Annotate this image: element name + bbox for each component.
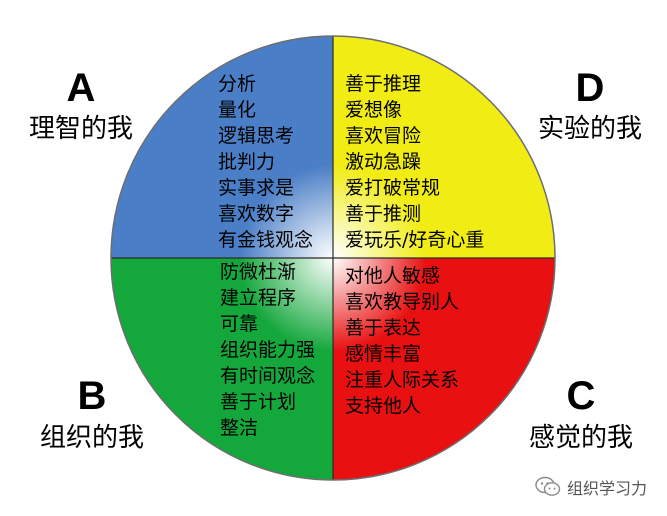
trait-item: 量化 xyxy=(218,99,257,121)
quadrant-c-sector xyxy=(333,258,555,480)
trait-item: 激动急躁 xyxy=(345,151,422,173)
quadrant-b-sector xyxy=(111,258,333,480)
trait-item: 防微杜渐 xyxy=(220,261,297,283)
trait-item: 喜欢教导别人 xyxy=(345,291,460,313)
quadrant-a-label: 理智的我 xyxy=(28,114,133,144)
quadrant-b-label: 组织的我 xyxy=(39,423,144,453)
trait-item: 善于表达 xyxy=(345,317,422,339)
trait-item: 有时间观念 xyxy=(220,365,316,387)
trait-item: 批判力 xyxy=(218,151,276,173)
quadrant-b-letter: B xyxy=(77,374,107,418)
trait-item: 实事求是 xyxy=(218,177,295,199)
watermark: 组织学习力 xyxy=(535,474,647,500)
trait-item: 可靠 xyxy=(220,313,259,335)
trait-item: 建立程序 xyxy=(220,287,297,309)
circle-outline xyxy=(110,35,556,481)
quadrant-d-letter: D xyxy=(575,66,605,110)
trait-item: 对他人敏感 xyxy=(345,265,441,287)
trait-item: 爱打破常规 xyxy=(345,177,441,199)
wechat-icon xyxy=(535,476,561,498)
trait-item: 爱玩乐/好奇心重 xyxy=(345,229,485,251)
quadrant-a-letter: A xyxy=(66,66,96,110)
trait-item: 善于推理 xyxy=(345,73,422,95)
trait-item: 感情丰富 xyxy=(345,343,422,365)
quadrant-d-sector xyxy=(333,36,555,258)
trait-item: 善于推测 xyxy=(345,203,422,225)
trait-item: 组织能力强 xyxy=(220,339,316,361)
trait-item: 爱想像 xyxy=(345,99,403,121)
trait-item: 分析 xyxy=(218,73,257,95)
quadrant-b-traits: 防微杜渐 建立程序 可靠 组织能力强 有时间观念 善于计划 整洁 xyxy=(220,259,315,441)
quadrant-c-label: 感觉的我 xyxy=(528,423,633,453)
trait-item: 喜欢冒险 xyxy=(345,125,422,147)
trait-item: 喜欢数字 xyxy=(218,203,295,225)
trait-item: 整洁 xyxy=(220,417,259,439)
quadrant-a-traits: 分析 量化 逻辑思考 批判力 实事求是 喜欢数字 有金钱观念 xyxy=(218,71,313,253)
quadrant-d-label: 实验的我 xyxy=(537,114,642,144)
trait-item: 支持他人 xyxy=(345,395,422,417)
trait-item: 有金钱观念 xyxy=(218,229,314,251)
trait-item: 逻辑思考 xyxy=(218,125,295,147)
watermark-text: 组织学习力 xyxy=(567,479,648,498)
trait-item: 善于计划 xyxy=(220,391,297,413)
quadrant-c-letter: C xyxy=(566,374,596,418)
quadrant-c-traits: 对他人敏感 喜欢教导别人 善于表达 感情丰富 注重人际关系 支持他人 xyxy=(345,263,459,419)
quadrant-d-traits: 善于推理 爱想像 喜欢冒险 激动急躁 爱打破常规 善于推测 爱玩乐/好奇心重 xyxy=(345,71,484,253)
trait-item: 注重人际关系 xyxy=(345,369,460,391)
quadrant-a-sector xyxy=(111,36,333,258)
